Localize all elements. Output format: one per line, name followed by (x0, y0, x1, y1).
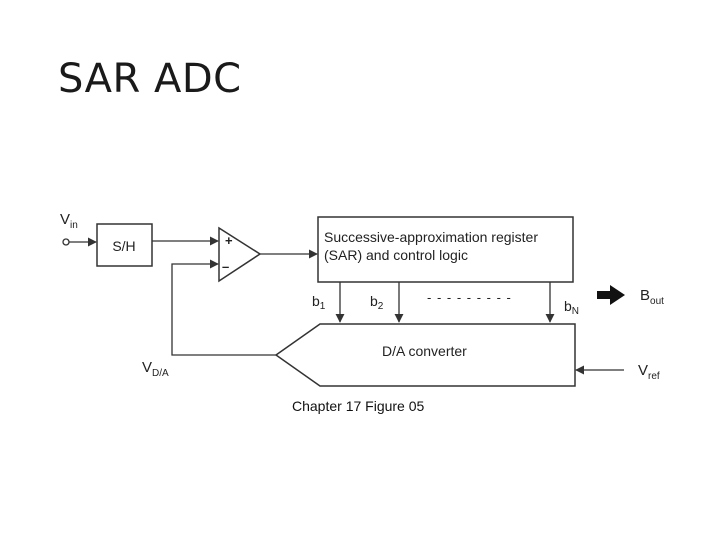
comparator (218, 226, 262, 283)
b1-label: b1 (312, 293, 326, 312)
vref-label: Vref (638, 362, 660, 382)
bout-label: Bout (640, 287, 664, 307)
sar-block (317, 216, 574, 283)
vin-terminal (62, 238, 70, 246)
sar-label-line1: Successive-approximation register (324, 229, 538, 245)
sample-hold-block (96, 223, 153, 267)
bit-dots: - - - - - - - - - (427, 290, 512, 305)
bout-arrow (597, 285, 625, 305)
figure-caption: Chapter 17 Figure 05 (292, 398, 425, 414)
sample-hold-label: S/H (112, 238, 135, 254)
dac-block (274, 323, 576, 387)
slide-title: SAR ADC (58, 56, 242, 102)
sar-label-line2: (SAR) and control logic (324, 247, 468, 263)
dac-label: D/A converter (382, 343, 467, 359)
b2-label: b2 (370, 293, 384, 312)
feedback-wire (171, 259, 276, 356)
comparator-plus: + (225, 233, 233, 248)
comparator-minus: – (222, 259, 229, 274)
vin-label: Vin (60, 211, 78, 231)
vda-label: VD/A (142, 359, 169, 379)
bn-label: bN (564, 298, 579, 317)
